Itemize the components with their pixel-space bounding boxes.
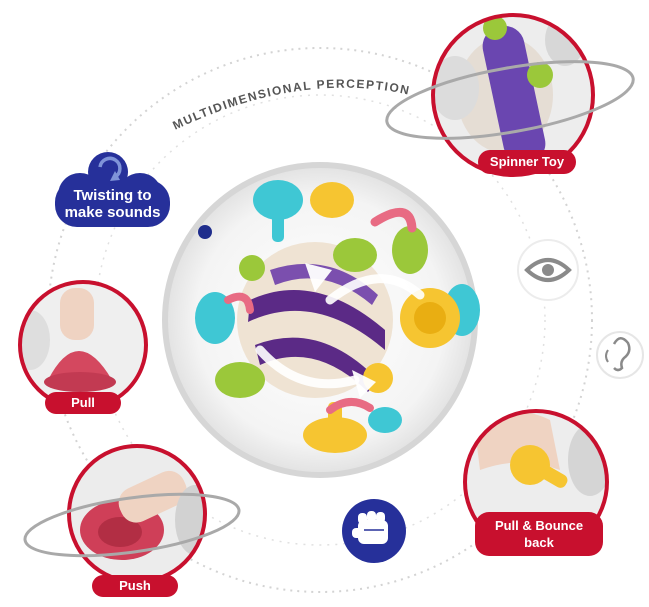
lime-knob-right (392, 226, 428, 274)
bounce-badge (475, 512, 603, 556)
teal-knob-left (195, 292, 235, 344)
twist-feature (55, 152, 170, 227)
navy-dot (198, 225, 212, 239)
ear-icon (596, 331, 644, 379)
twist-label-line1: Twisting to (73, 187, 152, 204)
center-toy (162, 162, 480, 478)
push-badge (92, 575, 178, 597)
pull-label: Pull (71, 395, 95, 410)
twist-label: Twisting to make sounds (55, 187, 170, 221)
title-text: MULTIDIMENSIONAL PERCEPTION (170, 77, 411, 133)
bounce-label-line2: back (524, 535, 554, 550)
pink-ring-top (370, 208, 417, 233)
bounce-feature (463, 409, 609, 556)
pull-feature (18, 280, 148, 414)
yellow-knob-top (310, 182, 354, 218)
push-label: Push (119, 578, 151, 593)
twist-label-line2: make sounds (64, 204, 161, 221)
bounce-label: Pull & Bounce back (475, 517, 603, 551)
spinner-label: Spinner Toy (489, 154, 565, 169)
bounce-label-line1: Pull & Bounce (494, 518, 584, 533)
teal-knob-bottom (368, 407, 402, 433)
yellow-flower-right (400, 288, 460, 348)
lime-knob-bottom (215, 362, 265, 398)
fist-icon (342, 499, 406, 563)
pull-badge (45, 392, 121, 414)
pink-ring-bottom (326, 398, 374, 414)
rotation-arrow-bottom (255, 345, 360, 389)
pink-ring-left (224, 292, 254, 314)
eye-icon (517, 239, 579, 301)
spinner-badge (478, 150, 576, 174)
lime-ball-left (239, 255, 265, 281)
push-feature (23, 444, 241, 597)
inner-dotted-orbit (94, 94, 546, 546)
title-text-path: MULTIDIMENSIONAL PERCEPTION (170, 77, 410, 133)
rotate-arrows-icon (98, 156, 122, 181)
lime-knob (333, 238, 377, 272)
spinner-feature (385, 13, 635, 177)
teal-knob-top (253, 180, 303, 242)
rotation-arrow-top (325, 274, 425, 305)
